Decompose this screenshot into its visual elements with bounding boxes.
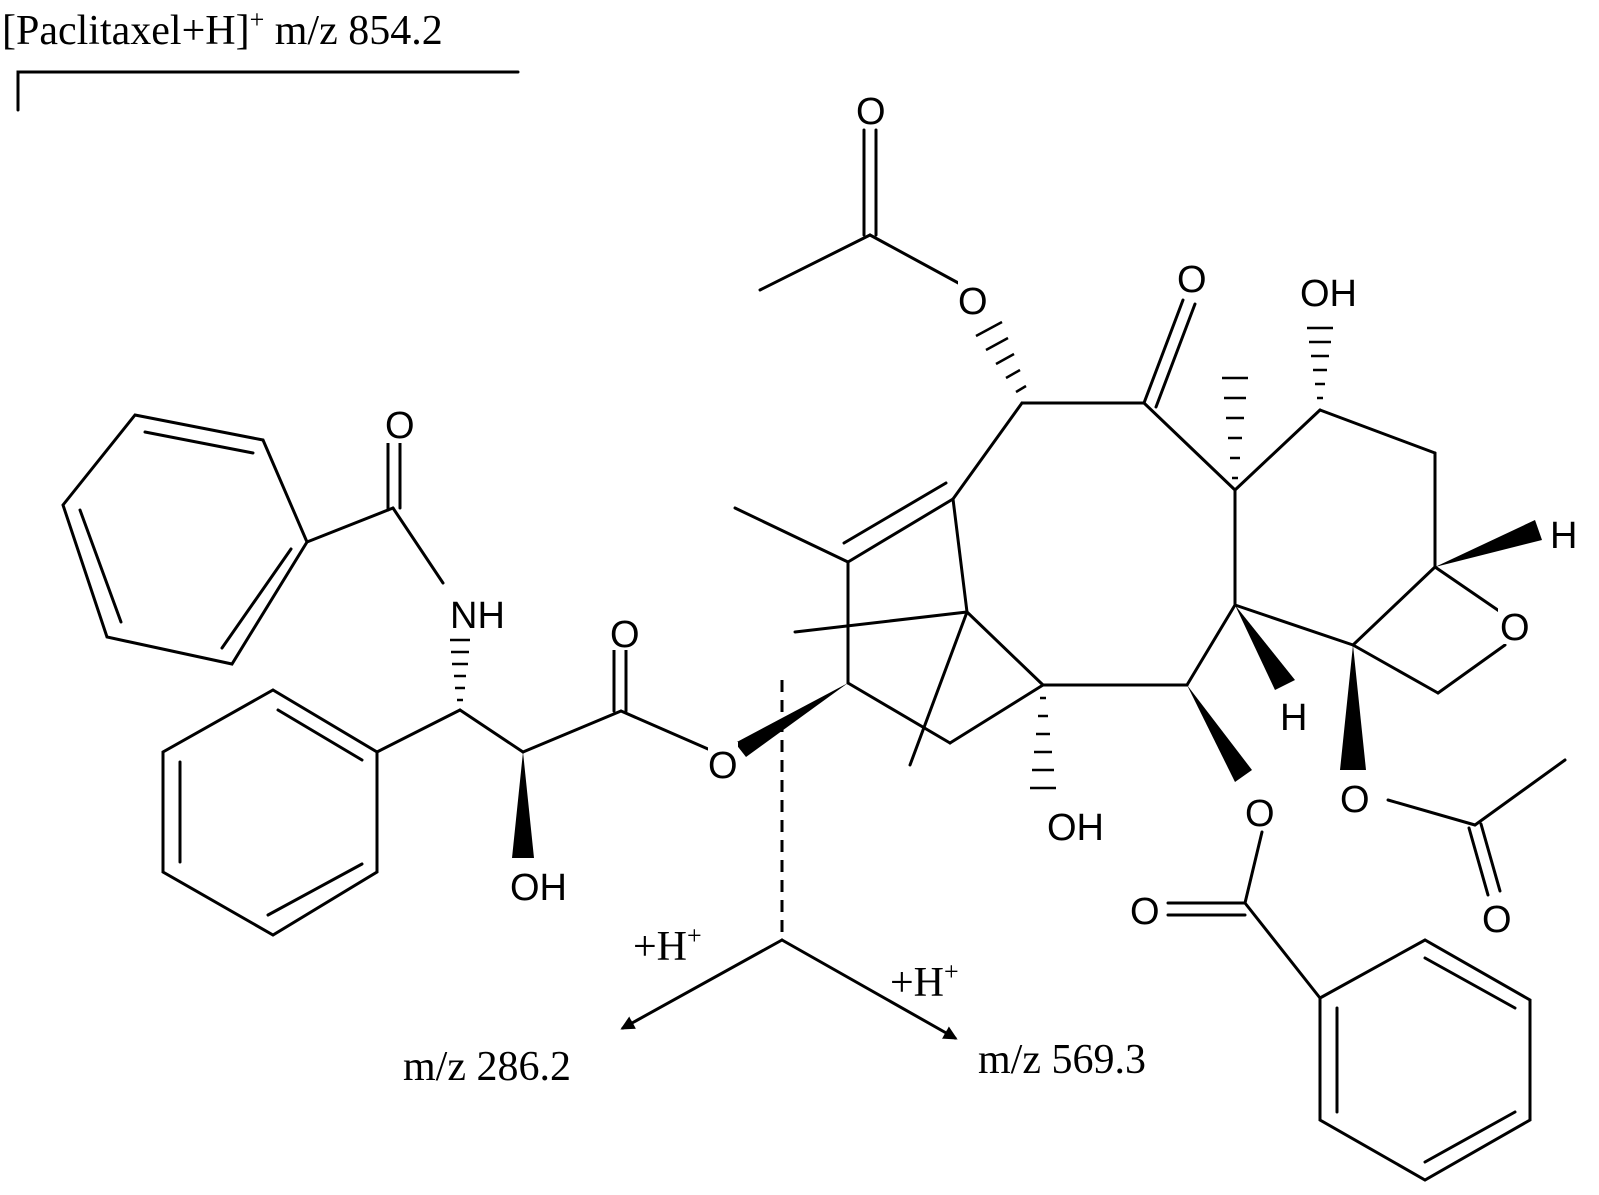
bond (521, 709, 623, 754)
bond (868, 233, 964, 287)
svg-text:+H+: +H+ (633, 921, 702, 970)
atom-o: O (385, 405, 415, 447)
atom-oh: OH (1300, 273, 1357, 315)
wedge-bond (1235, 605, 1295, 690)
wedge-bond (1340, 645, 1366, 770)
bond (1243, 901, 1322, 1000)
fragment-mz-569: m/z 569.3 (978, 1037, 1146, 1083)
side-chain-phenyl-ring (161, 688, 379, 937)
wedge-bond (735, 683, 848, 757)
bond (305, 506, 395, 544)
atom-o: O (708, 745, 738, 787)
atom-oh: OH (510, 867, 567, 909)
fragment-mz-286: m/z 286.2 (403, 1044, 571, 1090)
bond (391, 506, 445, 585)
precursor-formula: [Paclitaxel+H] (2, 8, 250, 54)
wedge-bond (1435, 520, 1542, 567)
bond (758, 233, 872, 292)
atom-nh: NH (450, 595, 505, 637)
bond (1473, 758, 1567, 827)
precursor-charge: + (250, 5, 265, 34)
atom-o: O (1130, 891, 1160, 933)
fragment-arrow-left (620, 938, 784, 1030)
bond (1479, 822, 1502, 893)
atom-o: O (958, 281, 988, 323)
precursor-mz: m/z 854.2 (264, 8, 442, 54)
proton-label: +H (890, 960, 944, 1006)
fragment-right-label: +H+ m/z 569.3 (890, 957, 1146, 1083)
bond (375, 708, 462, 754)
atom-o: O (1340, 779, 1370, 821)
taxane-core (733, 298, 1507, 767)
bond (619, 709, 710, 751)
benzamide-phenyl-ring (61, 413, 309, 666)
precursor-ion-label: [Paclitaxel+H]+ m/z 854.2 (2, 5, 520, 112)
bond (1243, 830, 1264, 905)
proton-charge: + (944, 957, 959, 986)
benzoate-phenyl-ring (1318, 938, 1532, 1182)
proton-label: +H (633, 924, 687, 970)
bond (1467, 826, 1490, 897)
proton-charge: + (687, 921, 702, 950)
precursor-bracket (16, 70, 520, 112)
atom-o: O (1245, 793, 1275, 835)
atom-labels: O NH O O OH O O O OH H O H OH O O O O (385, 90, 1577, 941)
svg-text:+H+: +H+ (890, 957, 959, 1006)
atom-h: H (1550, 515, 1577, 557)
atom-o: O (1500, 607, 1530, 649)
wedge-bond (512, 752, 534, 858)
bond (458, 708, 525, 754)
bond (1386, 798, 1477, 827)
atom-o: O (856, 91, 886, 133)
hashed-wedge-bond (1222, 376, 1248, 480)
atom-oh: OH (1047, 807, 1104, 849)
atom-o: O (1177, 259, 1207, 301)
atom-o: O (1482, 899, 1512, 941)
atom-o: O (610, 614, 640, 656)
hashed-wedge-bond (1030, 696, 1056, 790)
svg-text:[Paclitaxel+H]+ m/z 854.2: [Paclitaxel+H]+ m/z 854.2 (2, 5, 443, 54)
hashed-wedge-bond (1307, 326, 1333, 400)
hashed-wedge-bond (975, 320, 1027, 394)
fragment-arrow-right (780, 938, 958, 1040)
wedge-bond (1187, 685, 1252, 782)
fragment-left-label: +H+ m/z 286.2 (403, 921, 702, 1090)
hashed-wedge-bond (450, 638, 470, 702)
atom-h: H (1280, 697, 1307, 739)
